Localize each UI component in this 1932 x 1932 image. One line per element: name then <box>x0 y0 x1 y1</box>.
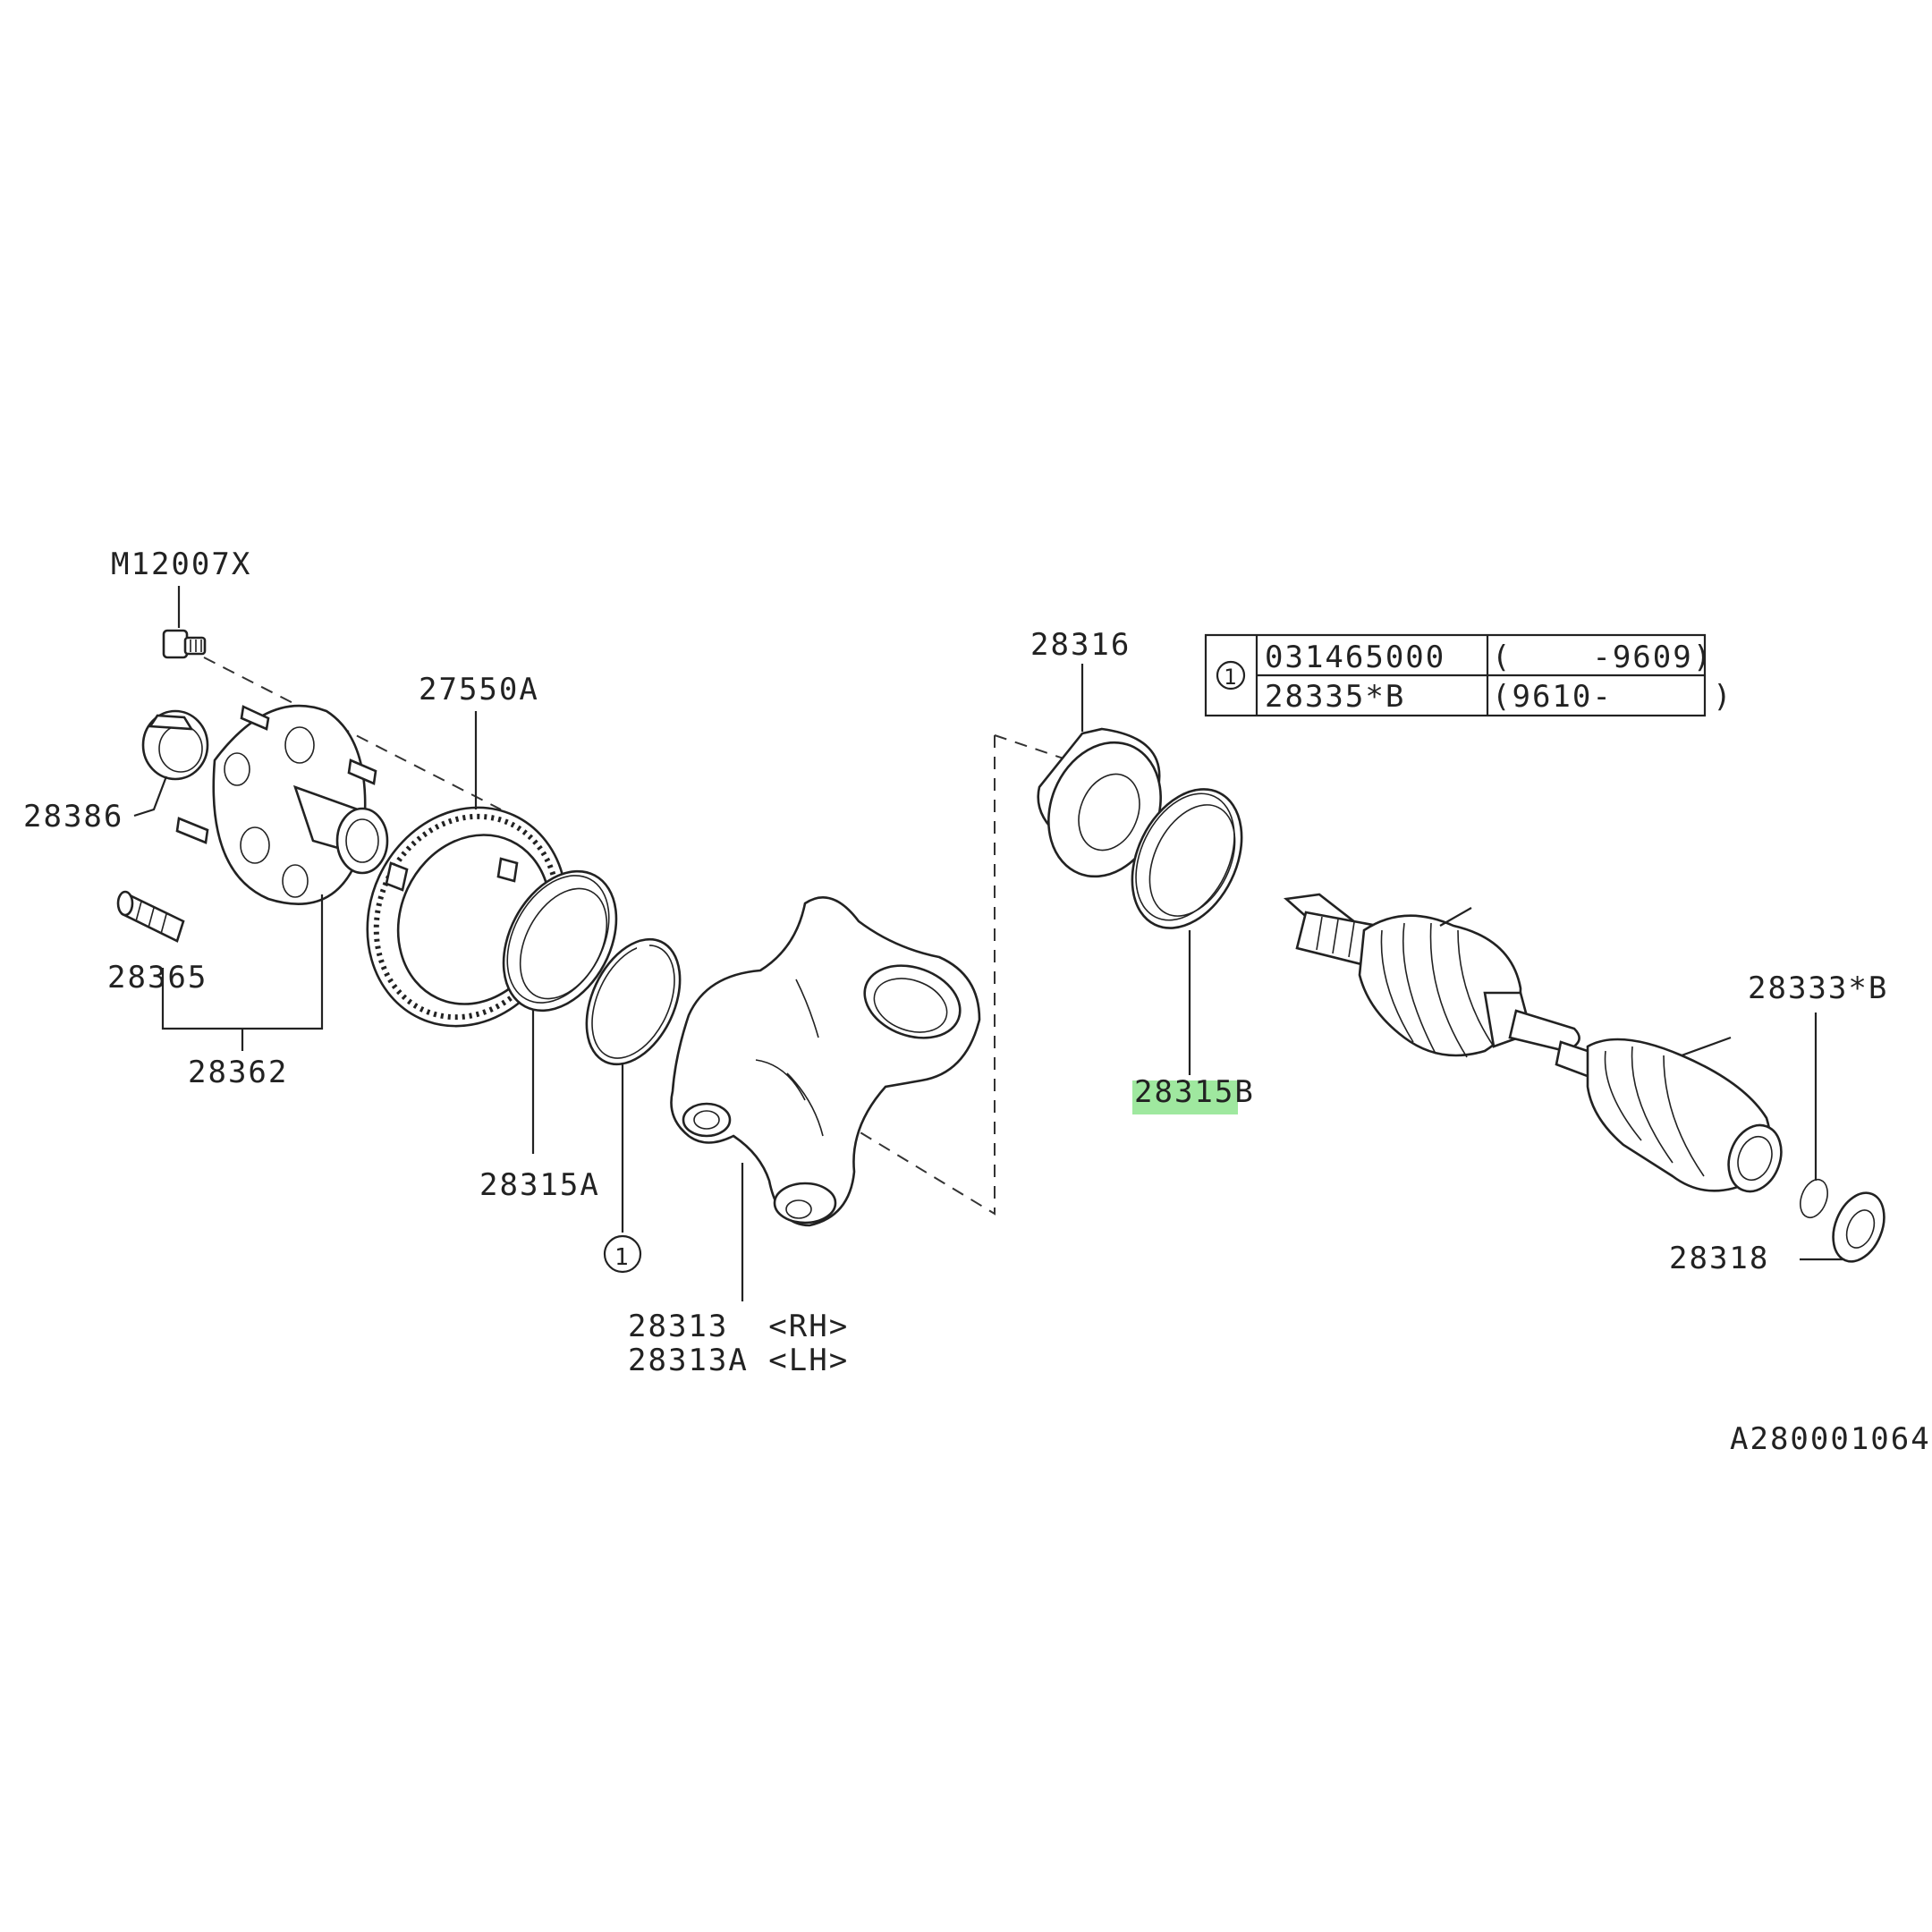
label-28318: 28318 <box>1669 1241 1769 1276</box>
reference-table <box>1204 633 1707 717</box>
highlight-28315 <box>1132 1080 1238 1114</box>
label-circle-1: 1 <box>614 1244 629 1271</box>
table-row-1-range: ( -9609) <box>1492 640 1713 675</box>
label-28313-rh: 28313 <RH> <box>628 1309 849 1344</box>
label-28386: 28386 <box>23 799 123 835</box>
circle-1-marker <box>603 1234 642 1274</box>
oil-seal-28315b <box>1131 788 1243 929</box>
table-row-2-range: (9610- ) <box>1492 679 1733 715</box>
label-28316: 28316 <box>1030 627 1131 663</box>
label-28362: 28362 <box>188 1055 288 1090</box>
label-28313a-lh: 28313A <LH> <box>628 1343 849 1378</box>
label-28333b: 28333*B <box>1748 970 1888 1006</box>
drive-shaft-assembly <box>1284 893 1783 1193</box>
label-28365: 28365 <box>107 960 208 996</box>
label-27550a: 27550A <box>419 672 539 708</box>
table-index-circle <box>1216 660 1246 691</box>
leader-28386 <box>133 775 168 818</box>
circlip-28333b <box>1800 1178 1828 1219</box>
label-28315a: 28315A <box>479 1167 600 1203</box>
label-28315b: 28315B <box>1134 1074 1255 1110</box>
assembly-line-knuckle-box <box>853 734 1070 1216</box>
stud-bolt-28365 <box>116 890 185 943</box>
hub-flange-28362 <box>175 704 389 905</box>
bolt-m12007x <box>162 629 207 659</box>
bearing-28316 <box>1037 727 1162 878</box>
table-row-2-part: 28335*B <box>1265 679 1405 715</box>
washer-28318 <box>1832 1191 1885 1263</box>
table-row-1-part: 031465000 <box>1265 640 1445 675</box>
table-index: 1 <box>1224 665 1236 690</box>
diagram-id: A280001064 <box>1730 1421 1931 1457</box>
steering-knuckle-28313 <box>670 896 981 1227</box>
label-m12007x: M12007X <box>111 547 251 582</box>
snap-ring-circled-1 <box>585 937 682 1066</box>
hub-cap-28386 <box>141 709 209 781</box>
oil-seal-28315a <box>502 869 618 1013</box>
